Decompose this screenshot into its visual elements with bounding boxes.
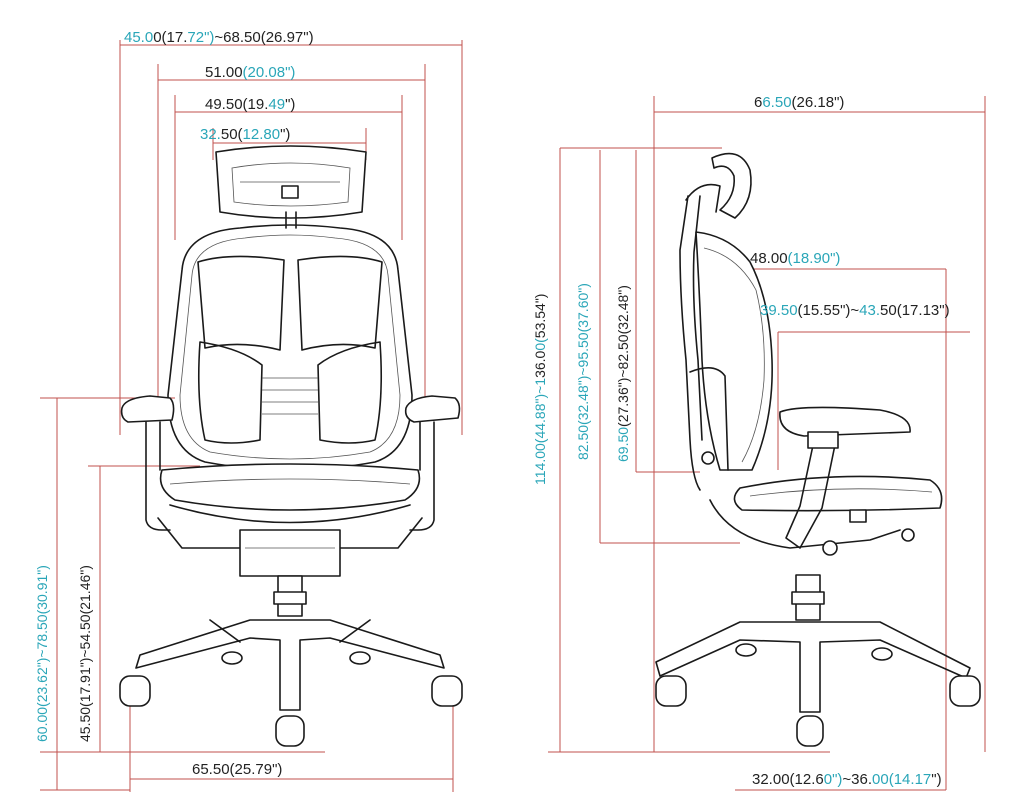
total-height-label: 114.00(44.88")~136.00(53.54") <box>532 294 548 485</box>
seat-depth-label: 39.50(15.55")~43.50(17.13") <box>760 302 950 319</box>
front-casters <box>119 651 463 747</box>
armrest-depth-label: 48.00(18.90") <box>750 250 840 267</box>
front-dimension-lines <box>40 40 463 792</box>
back-width-label: 51.00(20.08") <box>205 64 295 81</box>
seat-width-label: 49.50(19.49") <box>205 96 295 113</box>
side-casters <box>655 643 981 747</box>
overall-width-label: 45.00(17.72")~68.50(26.97") <box>124 29 314 46</box>
front-chair-drawing <box>119 145 463 747</box>
side-dimension-lines <box>548 96 986 791</box>
armrest-height-label: 60.00(23.62")~78.50(30.91") <box>34 565 50 742</box>
headrest-width-label: 32.50(12.80") <box>200 126 290 143</box>
base-width-label: 65.50(25.79") <box>192 761 282 778</box>
headrest-height-label: 82.50(32.48")~95.50(37.60") <box>575 283 591 460</box>
base-depth-label: 32.00(12.60")~36.00(14.17") <box>752 771 942 788</box>
side-chair-drawing <box>655 152 981 747</box>
overall-depth-label: 66.50(26.18") <box>754 94 844 111</box>
backrest-height-label: 69.50(27.36")~82.50(32.48") <box>615 285 631 462</box>
seat-height-label: 45.50(17.91")~54.50(21.46") <box>77 565 93 742</box>
